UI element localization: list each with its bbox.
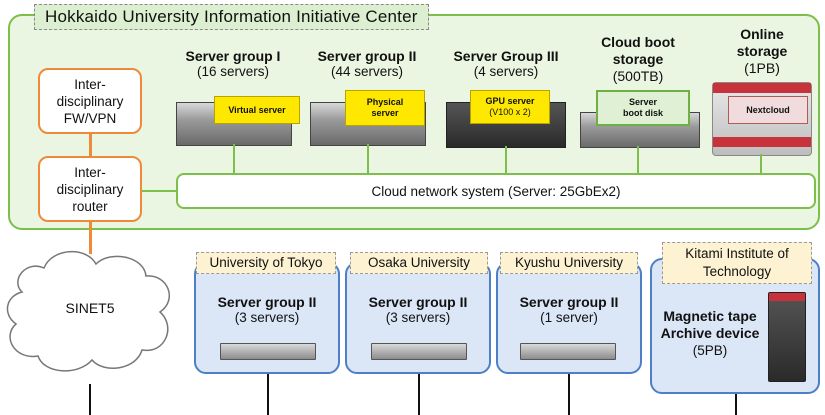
site-kitami-label-1: Kitami Institute of bbox=[685, 246, 789, 261]
router-label-2: disciplinary bbox=[56, 181, 124, 197]
router-network-link bbox=[142, 190, 176, 192]
router-label-1: Inter- bbox=[74, 164, 106, 180]
center-title: Hokkaido University Information Initiati… bbox=[34, 4, 429, 30]
cloud-boot-tag-2: boot disk bbox=[623, 108, 663, 118]
site-tokyo-group-title: Server group II bbox=[217, 294, 317, 310]
firewall-label-2: disciplinary bbox=[56, 93, 124, 109]
firewall-label-1: Inter- bbox=[74, 76, 106, 92]
router-box: Inter- disciplinary router bbox=[38, 156, 142, 222]
group3-tag: GPU server (V100 x 2) bbox=[470, 90, 550, 124]
cloud-boot-size: (500TB) bbox=[612, 68, 664, 84]
site-osaka-count: (3 servers) bbox=[385, 310, 451, 325]
group3-title: Server Group III bbox=[453, 48, 559, 64]
cloud-boot-title-2: storage bbox=[612, 51, 664, 67]
site-tokyo-group: Server group II (3 servers) bbox=[196, 294, 338, 325]
server-group-3: Server Group III (4 servers) bbox=[436, 48, 576, 79]
kitami-device-1: Magnetic tape bbox=[663, 308, 757, 324]
site-kyushu-link bbox=[568, 374, 570, 415]
kitami-size: (5PB) bbox=[692, 343, 728, 358]
firewall-label-3: FW/VPN bbox=[63, 110, 117, 126]
group2-link bbox=[367, 144, 369, 173]
site-kitami-device: Magnetic tape Archive device (5PB) bbox=[654, 308, 766, 359]
site-tokyo-link bbox=[267, 374, 269, 415]
cloud-network-bar: Cloud network system (Server: 25GbEx2) bbox=[176, 173, 816, 209]
site-tokyo-count: (3 servers) bbox=[234, 310, 300, 325]
server-1u-icon bbox=[520, 343, 616, 360]
site-osaka-label: Osaka University bbox=[350, 252, 488, 274]
group2-tag: Physical server bbox=[345, 90, 425, 126]
online-title-1: Online bbox=[740, 26, 784, 42]
server-1u-icon bbox=[220, 343, 316, 360]
site-kyushu-group-title: Server group II bbox=[519, 294, 619, 310]
server-1u-icon bbox=[371, 343, 467, 360]
group2-count: (44 servers) bbox=[330, 64, 403, 79]
group3-count: (4 servers) bbox=[473, 64, 539, 79]
fw-router-link bbox=[89, 134, 92, 156]
sinet-label: SINET5 bbox=[65, 300, 115, 316]
site-kitami-label-2: Technology bbox=[702, 264, 772, 279]
router-sinet-link bbox=[89, 222, 92, 254]
group2-tag-1: Physical bbox=[366, 97, 404, 107]
sinet-downlink bbox=[89, 384, 91, 415]
site-osaka-group-title: Server group II bbox=[368, 294, 468, 310]
group1-count: (16 servers) bbox=[196, 64, 269, 79]
cloud-boot-tag-1: Server bbox=[628, 97, 658, 107]
site-osaka-group: Server group II (3 servers) bbox=[347, 294, 489, 325]
kitami-device-2: Archive device bbox=[660, 325, 760, 341]
cloud-icon bbox=[6, 250, 171, 372]
server-group-2: Server group II (44 servers) bbox=[302, 48, 432, 79]
tape-library-icon bbox=[768, 292, 806, 382]
group3-tag-2: (V100 x 2) bbox=[489, 107, 531, 117]
cloud-boot-tag: Server boot disk bbox=[596, 90, 690, 126]
online-storage: Online storage (1PB) bbox=[712, 26, 812, 77]
online-tag: Nextcloud bbox=[728, 96, 808, 124]
site-kyushu-count: (1 server) bbox=[540, 310, 598, 325]
group2-title: Server group II bbox=[317, 48, 417, 64]
online-size: (1PB) bbox=[744, 60, 780, 76]
group2-tag-2: server bbox=[371, 108, 399, 118]
group1-link bbox=[233, 144, 235, 173]
firewall-box: Inter- disciplinary FW/VPN bbox=[38, 68, 142, 134]
site-tokyo-label: University of Tokyo bbox=[196, 252, 336, 274]
router-label-3: router bbox=[72, 198, 108, 214]
group3-link bbox=[505, 146, 507, 173]
online-link bbox=[760, 154, 762, 173]
group3-tag-1: GPU server bbox=[485, 96, 535, 106]
cloud-boot-title-1: Cloud boot bbox=[601, 34, 675, 50]
site-kyushu-label: Kyushu University bbox=[500, 252, 638, 274]
site-kitami-link bbox=[735, 394, 737, 415]
cloud-boot-link bbox=[637, 146, 639, 173]
cloud-boot-storage: Cloud boot storage (500TB) bbox=[582, 34, 694, 85]
site-kyushu-group: Server group II (1 server) bbox=[498, 294, 640, 325]
group1-tag: Virtual server bbox=[214, 96, 300, 124]
group1-title: Server group I bbox=[185, 48, 281, 64]
site-kitami-label: Kitami Institute of Technology bbox=[662, 242, 812, 284]
server-group-1: Server group I (16 servers) bbox=[168, 48, 298, 79]
online-title-2: storage bbox=[736, 43, 788, 59]
site-osaka-link bbox=[418, 374, 420, 415]
